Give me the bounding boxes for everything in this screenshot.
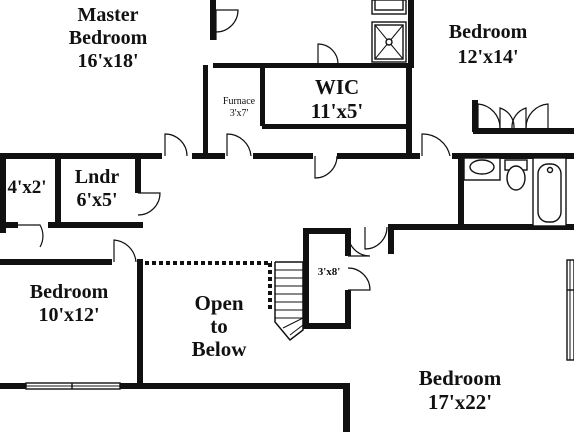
- open-to-below-line1: Open: [194, 291, 243, 315]
- wic-name: WIC: [315, 75, 359, 99]
- closet-stair-label: 3'x8': [318, 266, 341, 278]
- wic-size: 11'x5': [311, 99, 364, 123]
- open-to-below-railing: [138, 261, 272, 310]
- bedroom-se-name: Bedroom: [419, 366, 502, 390]
- staircase: [274, 261, 304, 342]
- bedroom-sw-label: Bedroom 10'x12': [30, 281, 109, 326]
- closet-small-left-label: 4'x2': [7, 177, 46, 198]
- master-bedroom-name-line2: Bedroom: [69, 27, 148, 49]
- master-bedroom-size: 16'x18': [77, 50, 138, 72]
- master-bedroom-label: Master Bedroom 16'x18': [69, 4, 148, 72]
- closet-stair-size: 3'x8': [318, 266, 341, 278]
- bedroom-se-size: 17'x22': [428, 390, 492, 414]
- bath-fixtures: [371, 0, 567, 227]
- bedroom-ne-label: Bedroom 12'x14': [449, 21, 528, 68]
- furnace-size: 3'x7': [230, 108, 249, 119]
- open-to-below-label: Open to Below: [192, 291, 248, 361]
- master-bedroom-name-line1: Master: [77, 4, 138, 26]
- furnace-label: Furnace 3'x7': [223, 96, 256, 119]
- windows: [25, 259, 574, 390]
- bedroom-ne-size: 12'x14': [457, 46, 518, 68]
- furnace-name: Furnace: [223, 96, 256, 107]
- closet-small-left-size: 4'x2': [7, 177, 46, 198]
- laundry-name: Lndr: [75, 166, 120, 188]
- bedroom-sw-size: 10'x12': [38, 304, 99, 326]
- bedroom-sw-name: Bedroom: [30, 281, 109, 303]
- bedroom-ne-name: Bedroom: [449, 21, 528, 43]
- doors: [18, 9, 549, 291]
- wic-label: WIC 11'x5': [311, 75, 364, 123]
- open-to-below-line3: Below: [192, 337, 248, 361]
- open-to-below-line2: to: [210, 314, 228, 338]
- bedroom-se-label: Bedroom 17'x22': [419, 366, 502, 414]
- laundry-size: 6'x5': [76, 189, 117, 211]
- laundry-label: Lndr 6'x5': [75, 166, 120, 211]
